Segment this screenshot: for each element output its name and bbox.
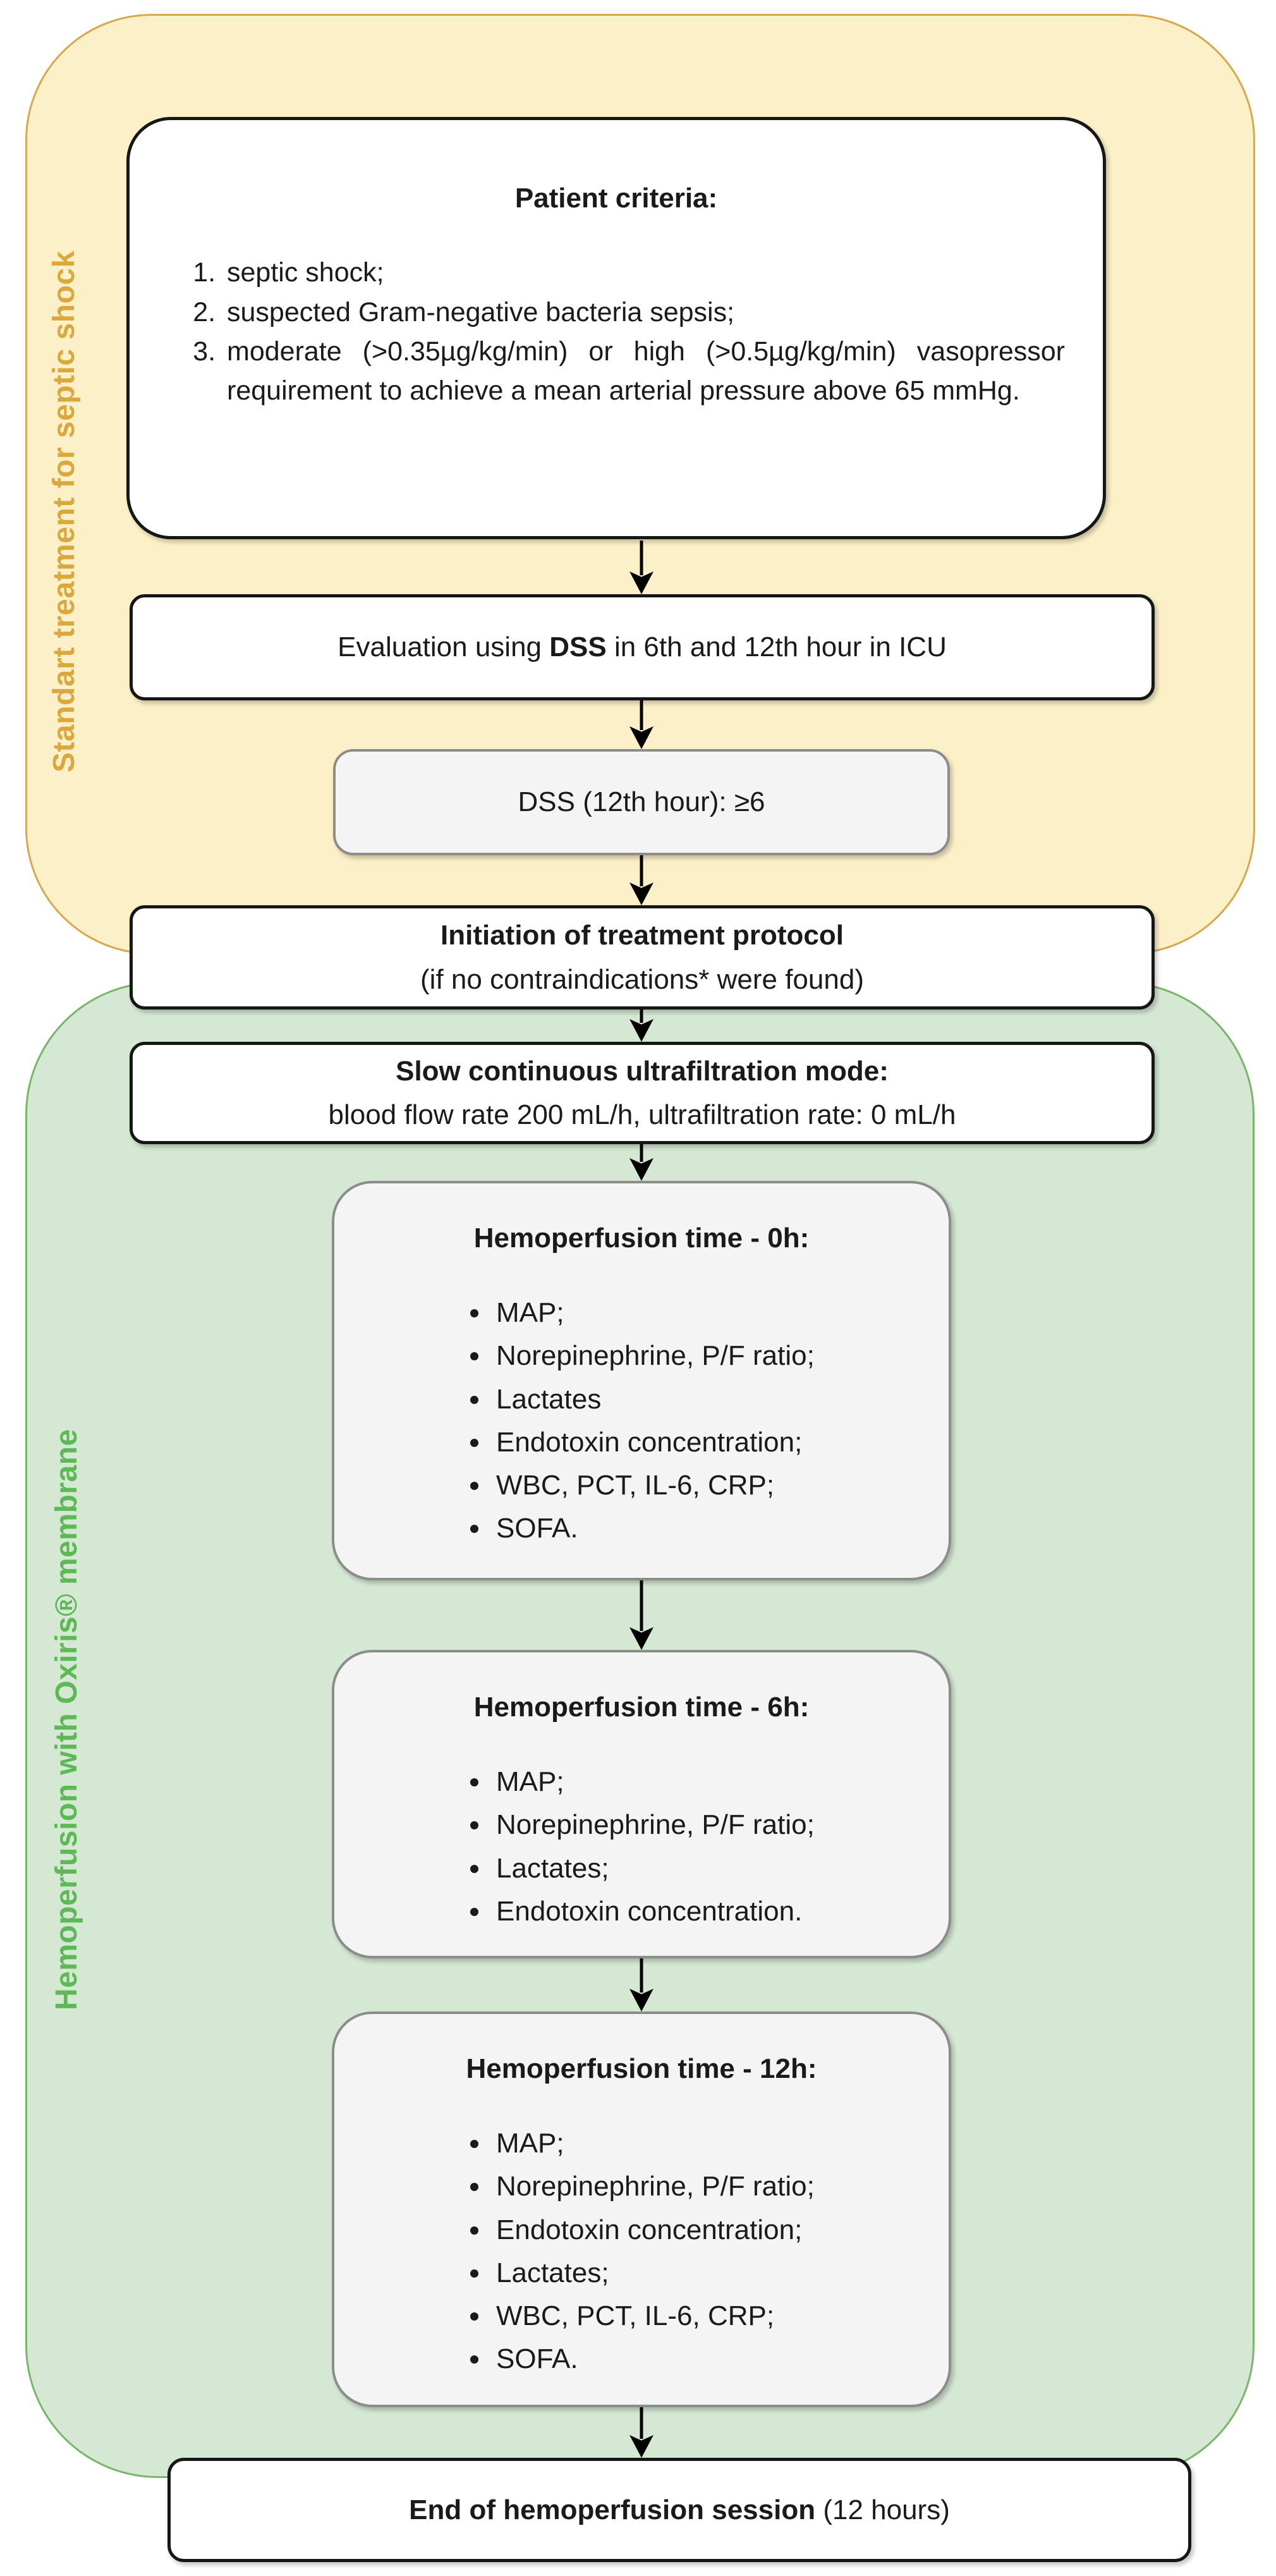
hemoperfusion-0h-item: WBC, PCT, IL-6, CRP; (491, 1464, 949, 1507)
hemoperfusion-6h-list: MAP; Norepinephrine, P/F ratio; Lactates… (334, 1761, 949, 1933)
patient-criteria-list: septic shock; suspected Gram-negative ba… (130, 253, 1103, 410)
hemoperfusion-0h-list: MAP; Norepinephrine, P/F ratio; Lactates… (334, 1291, 949, 1550)
evaluation-text-bold: DSS (549, 632, 607, 663)
arrow-down-icon (629, 855, 654, 905)
hemoperfusion-0h-item: Lactates (491, 1378, 949, 1421)
hemoperfusion-0h-item: MAP; (491, 1291, 949, 1334)
hemoperfusion-6h-title: Hemoperfusion time - 6h: (473, 1692, 810, 1723)
hemoperfusion-12h-item: MAP; (491, 2122, 949, 2165)
hemoperfusion-12h-item: Norepinephrine, P/F ratio; (491, 2165, 949, 2208)
node-ultrafiltration-mode: Slow continuous ultrafiltration mode: bl… (130, 1042, 1155, 1144)
section-standard-treatment-label: Standart treatment for septic shock (47, 250, 81, 772)
arrow-shaft (640, 699, 643, 730)
patient-criteria-item: septic shock; (223, 253, 1065, 292)
hemoperfusion-12h-item: SOFA. (491, 2338, 949, 2381)
arrow-down-icon (629, 540, 654, 594)
node-evaluation-dss: Evaluation using DSS in 6th and 12th hou… (130, 594, 1155, 700)
arrow-down-icon (629, 1010, 654, 1042)
evaluation-text-suffix: in 6th and 12th hour in ICU (606, 632, 947, 663)
hemoperfusion-6h-item: Norepinephrine, P/F ratio; (491, 1804, 949, 1847)
arrow-down-icon (629, 2407, 654, 2458)
initiation-line1: Initiation of treatment protocol (441, 920, 844, 951)
hemoperfusion-12h-item: Lactates; (491, 2252, 949, 2295)
dss-score-text: DSS (12th hour): ≥6 (518, 786, 765, 818)
hemoperfusion-12h-item: Endotoxin concentration; (491, 2209, 949, 2252)
arrow-down-icon (629, 699, 654, 749)
arrow-down-icon (629, 1580, 654, 1650)
arrow-down-icon (629, 1958, 654, 2011)
hemoperfusion-0h-item: Endotoxin concentration; (491, 1421, 949, 1464)
end-session-text-bold: End of hemoperfusion session (409, 2494, 816, 2525)
end-session-text-rest: (12 hours) (815, 2494, 950, 2525)
end-session-text: End of hemoperfusion session (12 hours) (409, 2492, 950, 2528)
section-hemoperfusion-label: Hemoperfusion with Oxiris® membrane (50, 1429, 83, 2010)
arrow-shaft (640, 1580, 643, 1631)
evaluation-text-prefix: Evaluation using (337, 632, 550, 663)
ultrafiltration-line1: Slow continuous ultrafiltration mode: (396, 1055, 889, 1087)
arrow-shaft (640, 1958, 643, 1993)
arrow-shaft (640, 1144, 643, 1162)
evaluation-text: Evaluation using DSS in 6th and 12th hou… (337, 629, 947, 665)
patient-criteria-item: suspected Gram-negative bacteria sepsis; (223, 293, 1065, 332)
hemoperfusion-0h-item: SOFA. (491, 1507, 949, 1550)
initiation-line2: (if no contraindications* were found) (420, 963, 864, 995)
node-hemoperfusion-12h: Hemoperfusion time - 12h: MAP; Norepinep… (332, 2011, 951, 2407)
hemoperfusion-12h-list: MAP; Norepinephrine, P/F ratio; Endotoxi… (334, 2122, 949, 2381)
hemoperfusion-6h-item: MAP; (491, 1761, 949, 1804)
node-patient-criteria: Patient criteria: septic shock; suspecte… (126, 117, 1106, 539)
node-initiation-protocol: Initiation of treatment protocol (if no … (130, 905, 1155, 1010)
arrow-shaft (640, 1010, 643, 1023)
node-dss-score: DSS (12th hour): ≥6 (333, 749, 950, 855)
node-end-session: End of hemoperfusion session (12 hours) (167, 2458, 1191, 2562)
hemoperfusion-0h-item: Norepinephrine, P/F ratio; (491, 1334, 949, 1377)
hemoperfusion-0h-title: Hemoperfusion time - 0h: (473, 1223, 810, 1254)
hemoperfusion-6h-item: Endotoxin concentration. (491, 1890, 949, 1933)
patient-criteria-title: Patient criteria: (514, 183, 718, 214)
hemoperfusion-6h-item: Lactates; (491, 1847, 949, 1890)
hemoperfusion-12h-item: WBC, PCT, IL-6, CRP; (491, 2295, 949, 2338)
node-hemoperfusion-0h: Hemoperfusion time - 0h: MAP; Norepineph… (332, 1181, 951, 1580)
hemoperfusion-12h-title: Hemoperfusion time - 12h: (466, 2053, 817, 2084)
arrow-down-icon (629, 1144, 654, 1181)
arrow-shaft (640, 2407, 643, 2439)
patient-criteria-item: moderate (>0.35µg/kg/min) or high (>0.5µ… (223, 332, 1065, 411)
ultrafiltration-line2: blood flow rate 200 mL/h, ultrafiltratio… (328, 1099, 956, 1130)
arrow-shaft (640, 540, 643, 575)
node-hemoperfusion-6h: Hemoperfusion time - 6h: MAP; Norepineph… (332, 1650, 951, 1958)
arrow-shaft (640, 855, 643, 886)
